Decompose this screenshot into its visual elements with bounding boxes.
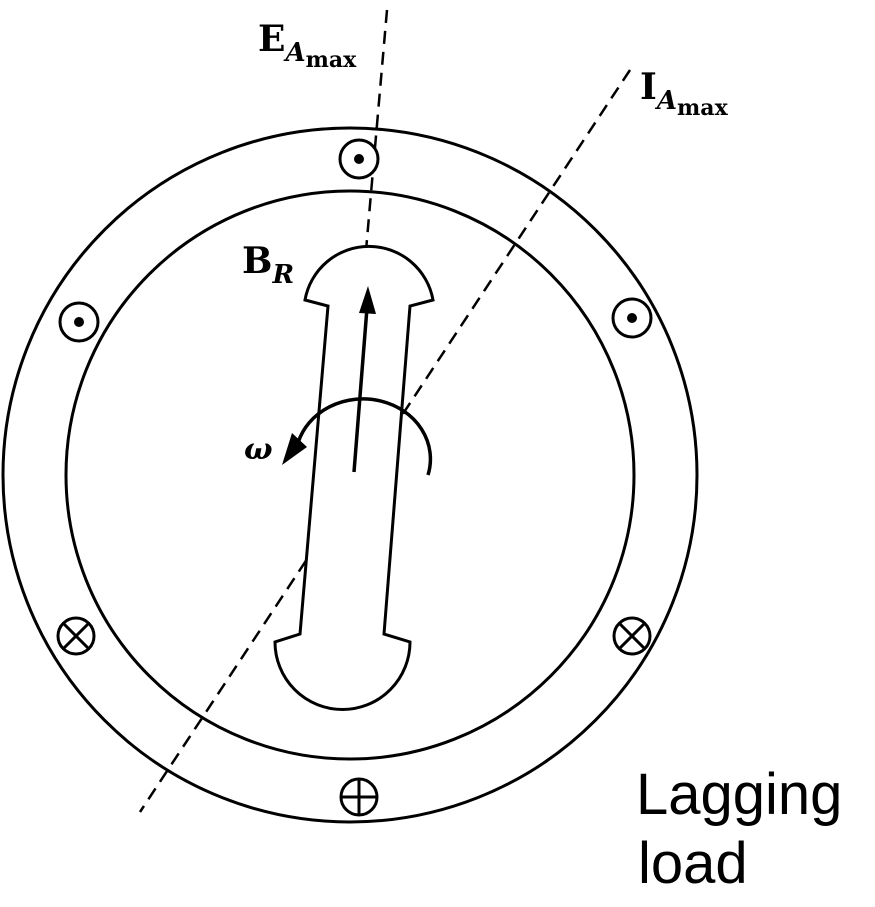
rotor-pole <box>273 244 435 711</box>
conductor-cross-bottom <box>339 777 379 817</box>
i-amax-label: IAmax <box>640 66 728 121</box>
conductor-dot-right <box>611 297 653 339</box>
b-r-label: BR <box>242 240 295 290</box>
b-r-arrow-shaft <box>352 307 369 473</box>
conductor-cross-right <box>612 616 652 656</box>
caption-line-1: Lagging <box>636 762 843 827</box>
conductor-dot-left <box>58 301 100 343</box>
b-r-arrowhead <box>359 286 376 314</box>
rotation-arc <box>296 397 433 476</box>
conductor-dot-top <box>338 138 380 180</box>
omega-label: ω <box>244 432 273 467</box>
conductor-cross-left <box>56 616 96 656</box>
e-amax-axis <box>363 9 389 263</box>
stator-outer-ring <box>1 126 699 824</box>
stator-inner-ring <box>64 189 636 761</box>
caption-line-2: load <box>638 831 748 896</box>
rotation-arrowhead <box>282 433 307 465</box>
e-amax-label: EAmax <box>258 18 357 73</box>
